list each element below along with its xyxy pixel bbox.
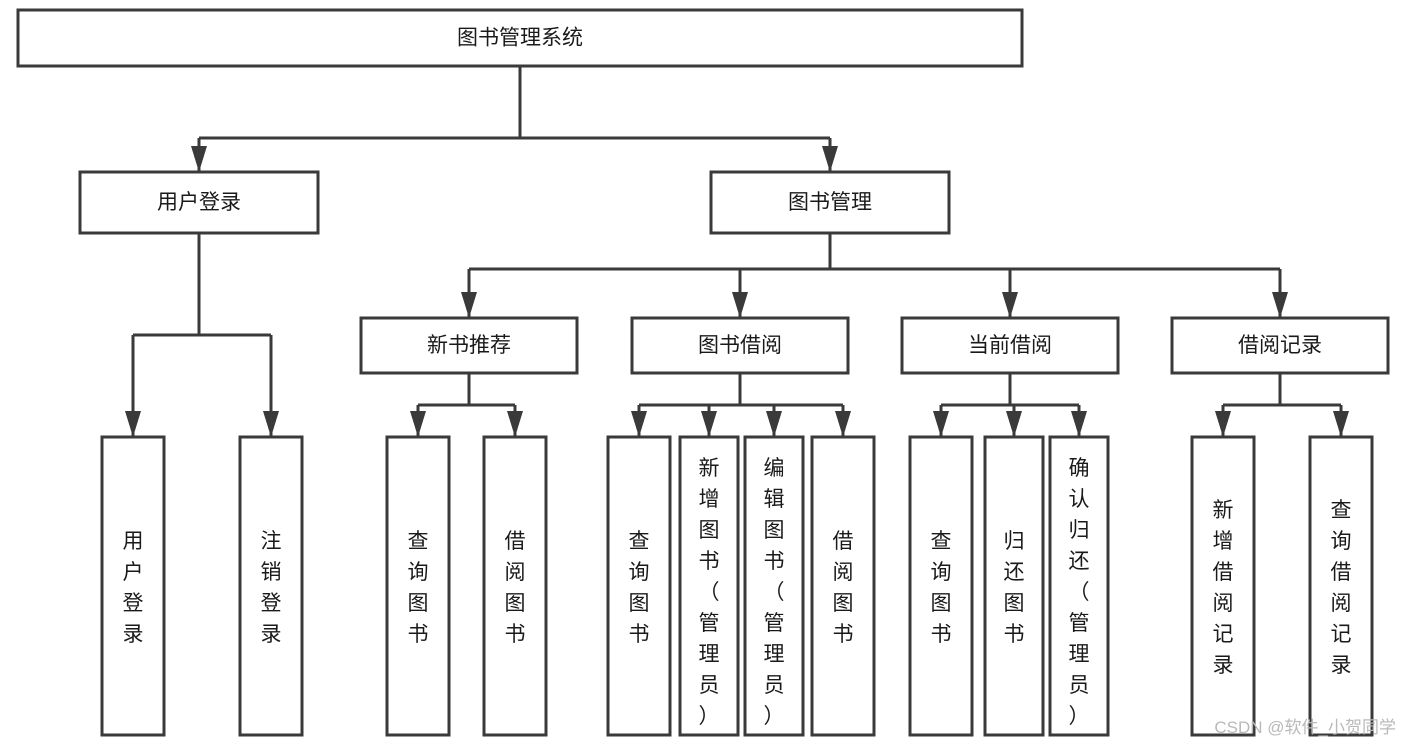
node-box-leaf-query-book-3: [908, 435, 974, 737]
node-leaf-user-login[interactable]: 用户登录: [100, 435, 166, 737]
node-leaf-query-book-3[interactable]: 查询图书: [908, 435, 974, 737]
arrow-head-icon-leaf-confirm-return-admin: [1071, 411, 1087, 437]
node-box-leaf-edit-book-admin: [743, 435, 805, 737]
node-box-leaf-borrow-book-1: [482, 435, 548, 737]
node-label-leaf-user-logout: 注销登录: [261, 530, 282, 646]
node-label-leaf-add-book-admin: 新增图书（管理员）: [699, 457, 720, 728]
node-box-leaf-user-login: [100, 435, 166, 737]
node-label-new-book-recommend: 新书推荐: [427, 334, 511, 357]
node-label-leaf-query-book-1: 查询图书: [408, 530, 429, 646]
node-box-leaf-user-logout: [238, 435, 304, 737]
node-label-leaf-query-book-3: 查询图书: [931, 530, 952, 646]
node-leaf-query-borrow-record[interactable]: 查询借阅记录: [1308, 435, 1374, 737]
arrow-head-icon-book-borrow: [732, 292, 748, 318]
node-label-root: 图书管理系统: [457, 27, 583, 50]
arrow-head-icon-leaf-add-borrow-record: [1215, 411, 1231, 437]
node-label-book-borrow: 图书借阅: [698, 334, 782, 357]
arrow-head-icon-leaf-query-book-2: [631, 411, 647, 437]
arrow-head-icon-leaf-query-borrow-record: [1333, 411, 1349, 437]
node-box-leaf-query-book-1: [385, 435, 451, 737]
node-label-user-login: 用户登录: [157, 191, 241, 214]
node-box-leaf-borrow-book-2: [810, 435, 876, 737]
arrow-head-icon-leaf-user-login: [125, 411, 141, 437]
node-box-leaf-return-book: [983, 435, 1045, 737]
arrow-head-icon-borrow-record: [1272, 292, 1288, 318]
node-box-leaf-query-borrow-record: [1308, 435, 1374, 737]
node-box-leaf-confirm-return-admin: [1048, 435, 1110, 737]
node-label-leaf-user-login: 用户登录: [123, 530, 144, 646]
node-box-root: [16, 8, 1024, 68]
arrow-head-icon-leaf-borrow-book-1: [507, 411, 523, 437]
arrow-head-icon-current-borrow: [1002, 292, 1018, 318]
node-box-leaf-add-book-admin: [678, 435, 740, 737]
node-leaf-edit-book-admin[interactable]: 编辑图书（管理员）: [743, 435, 805, 737]
node-label-leaf-query-borrow-record: 查询借阅记录: [1331, 499, 1352, 677]
node-leaf-query-book-1[interactable]: 查询图书: [385, 435, 451, 737]
node-label-book-manage: 图书管理: [788, 191, 872, 214]
arrow-head-icon-leaf-query-book-3: [933, 411, 949, 437]
arrow-head-icon-new-book-recommend: [461, 292, 477, 318]
arrow-head-icon-leaf-add-book-admin: [701, 411, 717, 437]
arrow-head-icon-leaf-edit-book-admin: [766, 411, 782, 437]
node-leaf-return-book[interactable]: 归还图书: [983, 435, 1045, 737]
node-book-borrow[interactable]: 图书借阅: [630, 316, 850, 375]
node-label-borrow-record: 借阅记录: [1238, 334, 1322, 357]
csdn-watermark: CSDN @软件_小贺同学: [1214, 718, 1396, 737]
node-leaf-add-book-admin[interactable]: 新增图书（管理员）: [678, 435, 740, 737]
node-current-borrow[interactable]: 当前借阅: [900, 316, 1120, 375]
arrow-head-icon-leaf-query-book-1: [410, 411, 426, 437]
node-label-leaf-confirm-return-admin: 确认归还（管理员）: [1069, 457, 1090, 728]
node-layer: 图书管理系统用户登录图书管理新书推荐图书借阅当前借阅借阅记录用户登录注销登录查询…: [16, 8, 1390, 737]
node-box-leaf-add-borrow-record: [1190, 435, 1256, 737]
node-label-leaf-add-borrow-record: 新增借阅记录: [1213, 499, 1234, 677]
arrow-head-icon-leaf-borrow-book-2: [835, 411, 851, 437]
node-borrow-record[interactable]: 借阅记录: [1170, 316, 1390, 375]
node-leaf-query-book-2[interactable]: 查询图书: [606, 435, 672, 737]
node-leaf-borrow-book-1[interactable]: 借阅图书: [482, 435, 548, 737]
node-label-leaf-borrow-book-2: 借阅图书: [833, 530, 854, 646]
arrow-head-icon-user-login: [191, 146, 207, 172]
node-leaf-user-logout[interactable]: 注销登录: [238, 435, 304, 737]
arrow-head-icon-leaf-user-logout: [263, 411, 279, 437]
node-new-book-recommend[interactable]: 新书推荐: [359, 316, 579, 375]
node-leaf-confirm-return-admin[interactable]: 确认归还（管理员）: [1048, 435, 1110, 737]
node-box-leaf-query-book-2: [606, 435, 672, 737]
connector-layer: [125, 66, 1349, 437]
node-leaf-add-borrow-record[interactable]: 新增借阅记录: [1190, 435, 1256, 737]
node-root[interactable]: 图书管理系统: [16, 8, 1024, 68]
node-label-leaf-query-book-2: 查询图书: [629, 530, 650, 646]
node-box-borrow-record: [1170, 316, 1390, 375]
arrow-head-icon-book-manage: [822, 146, 838, 172]
node-box-user-login: [78, 170, 320, 235]
node-box-current-borrow: [900, 316, 1120, 375]
node-label-current-borrow: 当前借阅: [968, 334, 1052, 357]
node-label-leaf-edit-book-admin: 编辑图书（管理员）: [764, 457, 785, 728]
node-box-book-borrow: [630, 316, 850, 375]
node-box-book-manage: [709, 170, 951, 235]
node-leaf-borrow-book-2[interactable]: 借阅图书: [810, 435, 876, 737]
node-box-new-book-recommend: [359, 316, 579, 375]
node-user-login[interactable]: 用户登录: [78, 170, 320, 235]
node-book-manage[interactable]: 图书管理: [709, 170, 951, 235]
node-label-leaf-return-book: 归还图书: [1004, 530, 1025, 646]
arrow-head-icon-leaf-return-book: [1006, 411, 1022, 437]
node-label-leaf-borrow-book-1: 借阅图书: [505, 530, 526, 646]
